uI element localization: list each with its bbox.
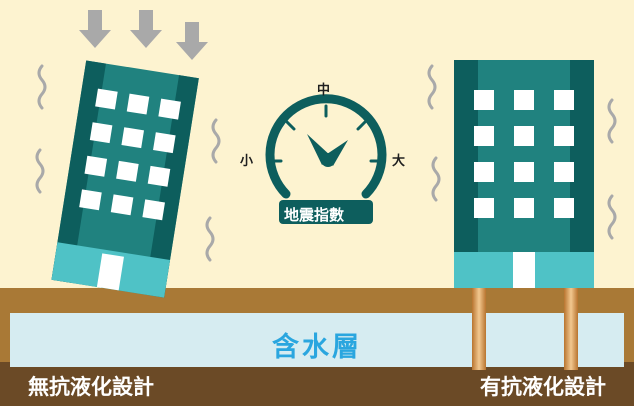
bottom-soil-layer bbox=[0, 362, 634, 406]
wavy-line-icon bbox=[37, 64, 47, 110]
wavy-line-icon bbox=[211, 118, 221, 164]
wavy-line-icon bbox=[431, 156, 441, 202]
wavy-line-icon bbox=[427, 64, 437, 110]
wavy-line-icon bbox=[205, 216, 215, 262]
gauge-small-label: 小 bbox=[240, 154, 254, 169]
water-layer-label: 含水層 bbox=[272, 332, 362, 363]
down-arrow-icon bbox=[130, 10, 162, 48]
upright-building bbox=[454, 60, 594, 288]
wavy-line-icon bbox=[607, 98, 617, 144]
down-arrow-icon bbox=[176, 22, 208, 60]
wavy-line-icon bbox=[35, 148, 45, 194]
water-layer bbox=[10, 313, 624, 367]
pile-right bbox=[564, 286, 578, 370]
wavy-line-icon bbox=[607, 194, 617, 240]
gauge-icon bbox=[265, 94, 387, 224]
gauge-mid-label: 中 bbox=[317, 83, 331, 98]
gauge-big-label: 大 bbox=[392, 154, 406, 169]
gauge-title: 地震指數 bbox=[284, 206, 345, 224]
right-building-label: 有抗液化設計 bbox=[480, 375, 606, 399]
down-arrow-icon bbox=[79, 10, 111, 48]
down-arrow-icons bbox=[79, 10, 208, 60]
left-building-label: 無抗液化設計 bbox=[28, 375, 154, 399]
pile-left bbox=[472, 286, 486, 370]
tilted-building bbox=[51, 60, 199, 298]
wavy-line-icons bbox=[35, 64, 617, 262]
